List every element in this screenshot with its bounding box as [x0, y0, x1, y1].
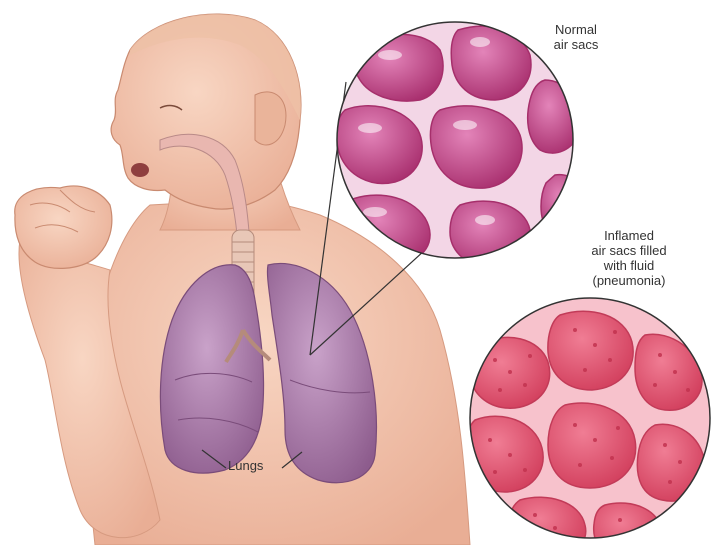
inflamed-air-sacs-label-line2: air sacs filled: [591, 243, 667, 258]
zoom-line-bottom: [309, 249, 426, 356]
fist: [14, 185, 113, 269]
normal-air-sacs-label-line2: air sacs: [553, 37, 599, 52]
normal-air-sacs-label: Normal air sacs: [536, 22, 616, 52]
inflamed-air-sacs-label-line4: (pneumonia): [592, 273, 666, 288]
inflamed-air-sacs-label-line3: with fluid: [603, 258, 655, 273]
hair: [130, 14, 301, 120]
lungs-label: Lungs: [228, 458, 264, 473]
lungs-pointer-left: [201, 449, 227, 469]
right-lung: [159, 264, 265, 474]
mouth: [131, 163, 149, 177]
inflamed-air-sacs-inset: [469, 297, 711, 539]
lungs: [159, 262, 377, 484]
eye: [159, 104, 183, 111]
inflamed-air-sacs-label: Inflamed air sacs filled with fluid (pne…: [574, 228, 684, 288]
normal-air-sacs-inset: [336, 21, 574, 259]
left-lung: [266, 262, 377, 484]
normal-air-sacs-label-line1: Normal: [555, 22, 597, 37]
raised-arm: [18, 239, 161, 539]
inflamed-air-sacs-label-line1: Inflamed: [604, 228, 654, 243]
lungs-pointer-right: [281, 451, 303, 469]
ear: [254, 91, 287, 146]
